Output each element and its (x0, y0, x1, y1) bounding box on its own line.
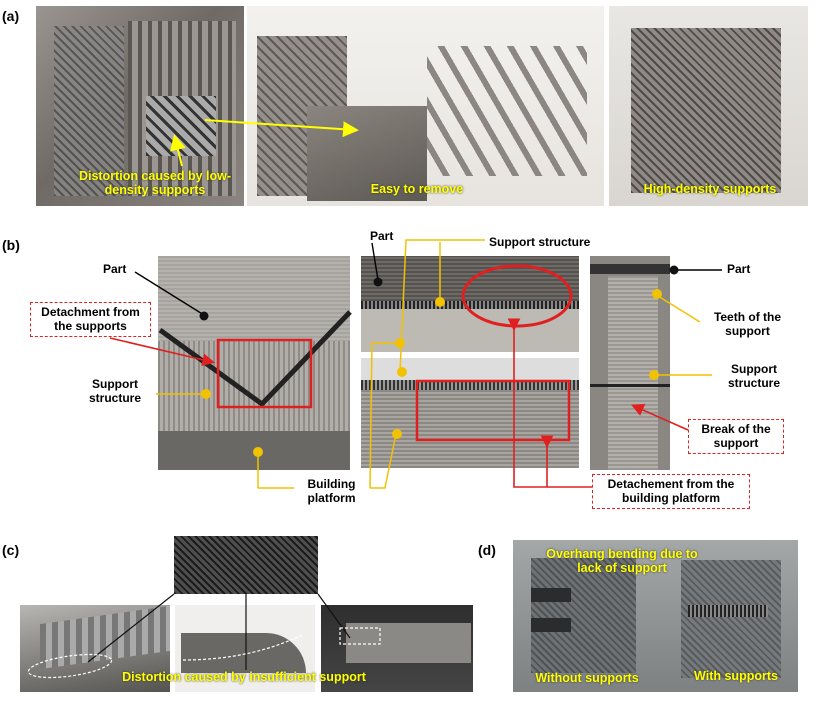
panel-c-label: (c) (2, 542, 20, 558)
marker-support-mid (397, 367, 407, 377)
marker-platform-2 (395, 338, 405, 348)
detachment-box (216, 338, 313, 409)
label-part: Part (103, 262, 127, 276)
marker-teeth (652, 289, 662, 299)
label-teeth: Teeth of the support (713, 310, 782, 339)
marker-part-right (669, 265, 679, 275)
caption-distortion-low-density: Distortion caused by low-density support… (78, 169, 232, 198)
photo-bracket-part (321, 605, 473, 692)
photo-support-teeth-top (361, 256, 579, 352)
marker-platform-3 (392, 429, 402, 439)
label-part-top: Part (370, 229, 394, 243)
panel-a-label: (a) (2, 8, 20, 24)
title-overhang-bending: Overhang bending due to lack of support (546, 547, 698, 576)
marker-part (199, 311, 209, 321)
photo-curved-part (175, 605, 315, 692)
arrow-to-distortion (170, 134, 186, 167)
label-part-right: Part (727, 262, 751, 276)
caption-without-supports: Without supports (535, 671, 639, 685)
callout-detachment-platform: Detachement from the building platform (592, 474, 750, 509)
photo-high-density-cube (609, 6, 808, 206)
caption-high-density: High-density supports (643, 182, 777, 196)
panel-b-label: (b) (2, 237, 20, 253)
callout-break-support: Break of the support (688, 419, 784, 454)
photo-removed-supports (247, 6, 604, 206)
arrow-to-removed-supports (204, 119, 359, 138)
arrow-detachment-supports (109, 337, 216, 367)
platform-detachment-box (415, 379, 571, 442)
label-support-structure-top: Support structure (489, 235, 591, 249)
panel-d-label: (d) (478, 542, 496, 558)
bracket-platform (507, 318, 592, 488)
marker-support-right (649, 370, 659, 380)
label-building-platform: Building platform (307, 477, 356, 506)
photo-overhang-comparison (513, 540, 798, 692)
photo-lattice-zoom (174, 536, 318, 594)
marker-part-top (373, 277, 383, 287)
marker-platform-1 (253, 447, 263, 457)
caption-with-supports: With supports (694, 669, 778, 683)
caption-insufficient-support: Distortion caused by insufficient suppor… (122, 670, 366, 684)
label-support-structure-right: Support structure (727, 362, 780, 391)
caption-easy-to-remove: Easy to remove (370, 182, 464, 196)
marker-support-left (201, 389, 211, 399)
marker-support-top (435, 297, 445, 307)
callout-detachment-supports: Detachment from the supports (30, 302, 151, 337)
arrow-break (631, 404, 689, 431)
label-support-structure-left: Support structure (88, 377, 141, 406)
photo-part-v-support (158, 256, 350, 470)
